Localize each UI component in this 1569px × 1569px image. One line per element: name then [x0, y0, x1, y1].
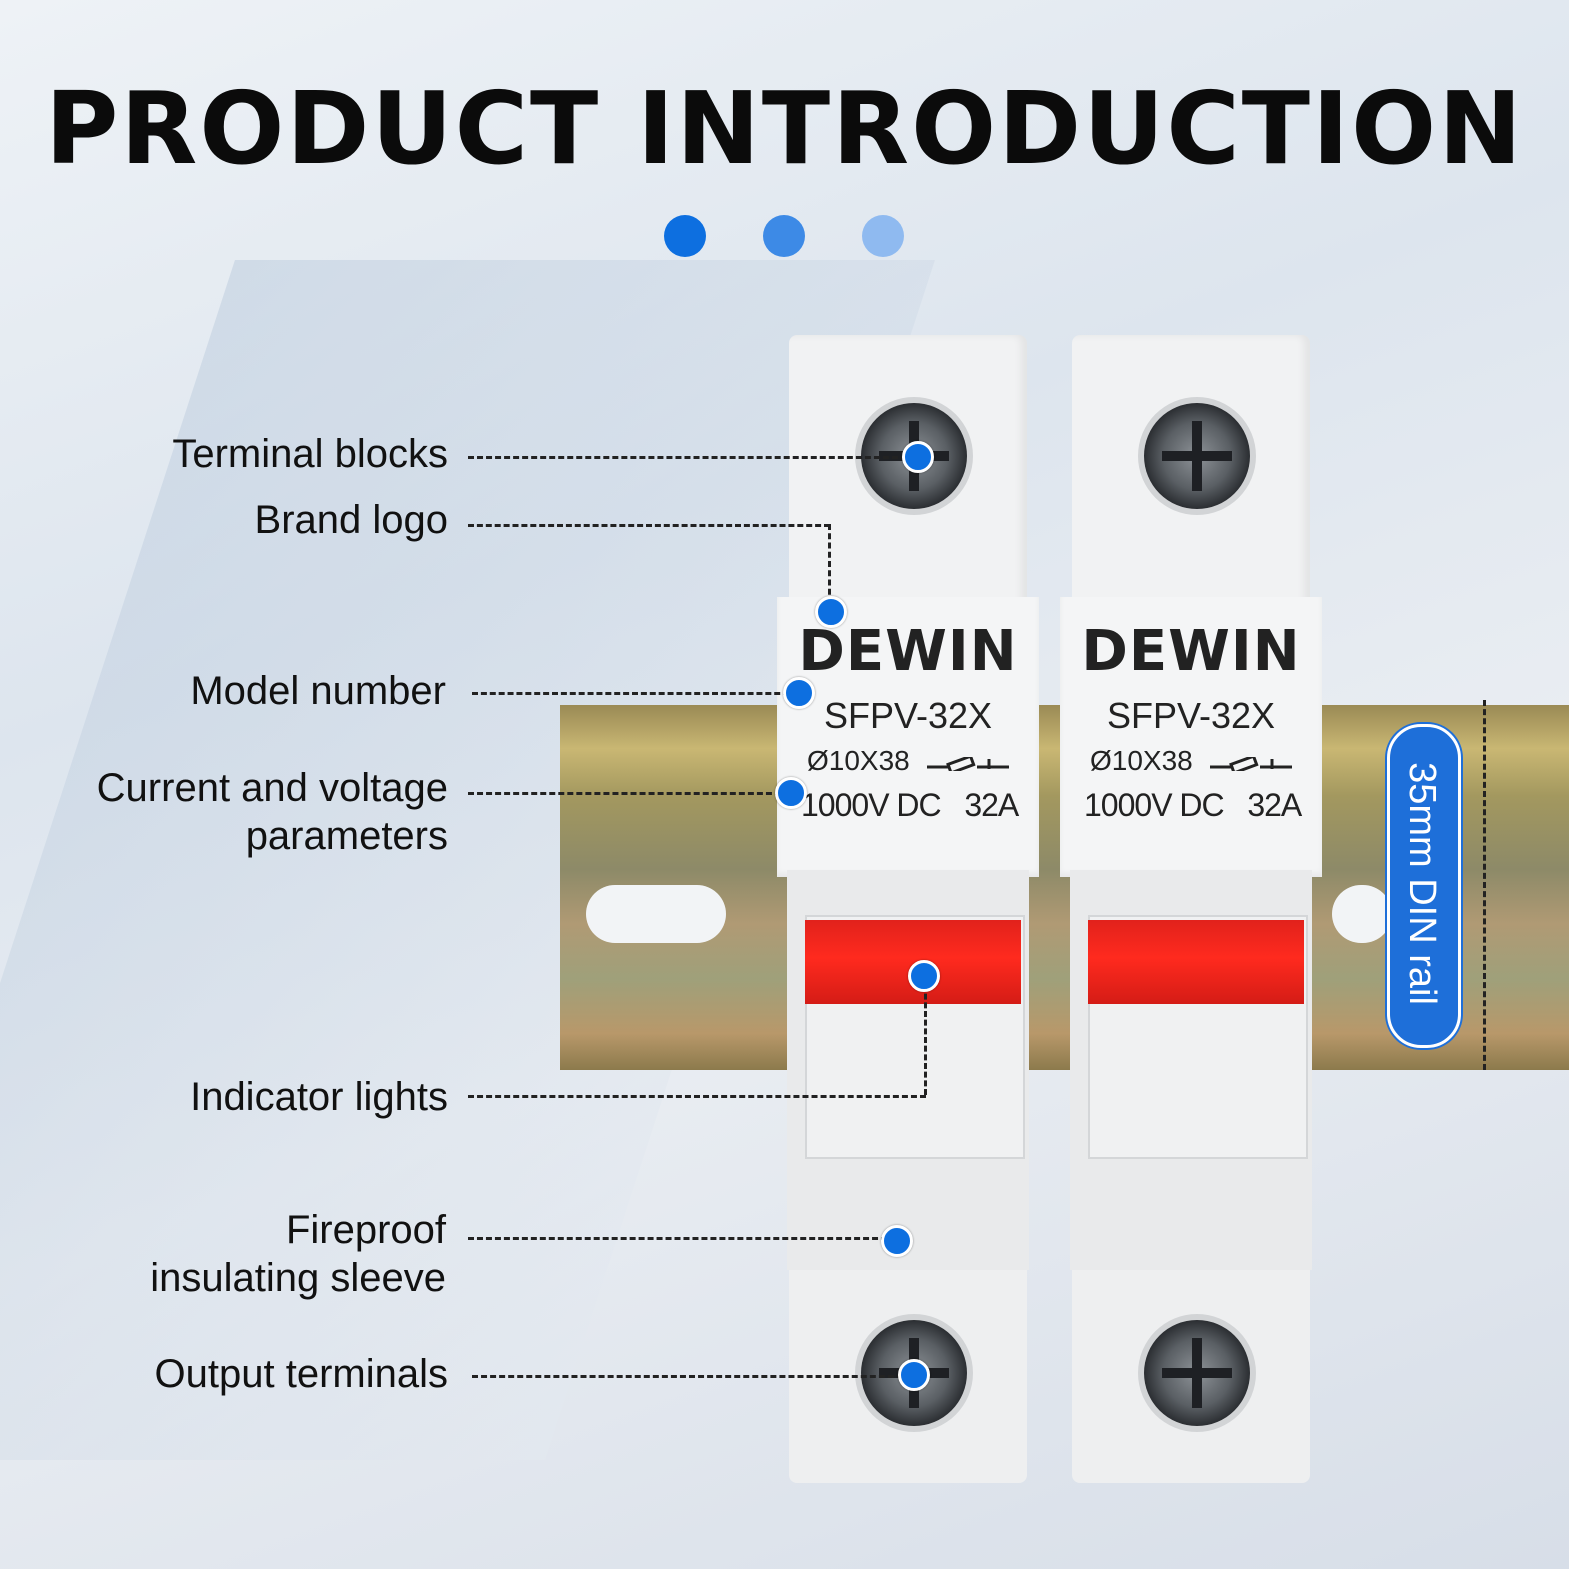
callout-current-voltage-line2: parameters [245, 814, 448, 858]
model-number: SFPV-32X [1106, 695, 1276, 736]
leader-line [472, 1375, 912, 1378]
callout-terminal-blocks: Terminal blocks [172, 432, 448, 476]
brand-logo: DEWIN [1081, 619, 1301, 684]
fuse-dimensions: Ø10X38 [1090, 745, 1193, 776]
voltage-rating: 1000V DC [801, 787, 942, 823]
callout-indicator-lights: Indicator lights [190, 1075, 448, 1119]
holder-label-panel: DEWIN SFPV-32X Ø10X38 1000V DC 32A [777, 597, 1039, 877]
fuse-holder-2: DEWIN SFPV-32X Ø10X38 1000V DC 32A [1060, 335, 1322, 1483]
fireproof-sleeve [1070, 870, 1312, 1270]
leader-line [472, 692, 798, 695]
terminal-screw-icon [1144, 1320, 1250, 1426]
decor-dot-1 [664, 215, 706, 257]
din-rail-label-text: 35mm DIN rail [1400, 761, 1443, 1005]
page-title: PRODUCT INTRODUCTION [45, 70, 1524, 187]
marker-dot [881, 1225, 913, 1257]
leader-line [468, 1095, 926, 1098]
brand-logo: DEWIN [798, 619, 1018, 684]
leader-line [924, 985, 927, 1095]
din-rail-label: 35mm DIN rail [1387, 724, 1455, 1042]
rail-slot [586, 885, 726, 943]
callout-current-voltage-line1: Current and voltage [96, 766, 448, 810]
marker-dot [783, 677, 815, 709]
callout-current-voltage: Current and voltage parameters [20, 764, 448, 860]
current-rating: 32A [1247, 787, 1302, 823]
marker-dot [898, 1359, 930, 1391]
callout-output-terminals: Output terminals [154, 1352, 448, 1396]
voltage-rating: 1000V DC [1084, 787, 1225, 823]
model-number: SFPV-32X [823, 695, 993, 736]
indicator-light [1088, 920, 1304, 1004]
marker-dot [902, 441, 934, 473]
rating-params: 1000V DC 32A [801, 787, 1019, 824]
fuse-symbol-icon [927, 757, 1009, 771]
decor-dot-3 [862, 215, 904, 257]
fuse-symbol-icon [1210, 757, 1292, 771]
holder-bottom [1072, 1270, 1310, 1483]
marker-dot [775, 777, 807, 809]
terminal-screw-icon [1144, 403, 1250, 509]
indicator-light [805, 920, 1021, 1004]
rail-slot [1332, 885, 1392, 943]
rating-params: 1000V DC 32A [1084, 787, 1302, 824]
fireproof-sleeve [787, 870, 1029, 1270]
decor-dot-2 [763, 215, 805, 257]
callout-fireproof-sleeve: Fireproof insulating sleeve [60, 1206, 446, 1302]
fuse-holder-1: DEWIN SFPV-32X Ø10X38 1000V DC 32A [777, 335, 1039, 1483]
callout-fireproof-line2: insulating sleeve [150, 1256, 446, 1300]
leader-line [828, 524, 831, 604]
marker-dot [815, 596, 847, 628]
leader-line [468, 524, 830, 527]
fuse-dimensions: Ø10X38 [807, 745, 910, 776]
din-rail-dimension-line [1483, 700, 1486, 1070]
leader-line [468, 1237, 896, 1240]
current-rating: 32A [964, 787, 1019, 823]
holder-label-panel: DEWIN SFPV-32X Ø10X38 1000V DC 32A [1060, 597, 1322, 877]
callout-model-number: Model number [190, 669, 446, 713]
callout-brand-logo: Brand logo [254, 498, 448, 542]
holder-top [1072, 335, 1310, 605]
din-rail-badge [1387, 724, 1461, 1048]
marker-dot [908, 960, 940, 992]
leader-line [468, 792, 790, 795]
callout-fireproof-line1: Fireproof [285, 1208, 446, 1252]
leader-line [468, 456, 916, 459]
